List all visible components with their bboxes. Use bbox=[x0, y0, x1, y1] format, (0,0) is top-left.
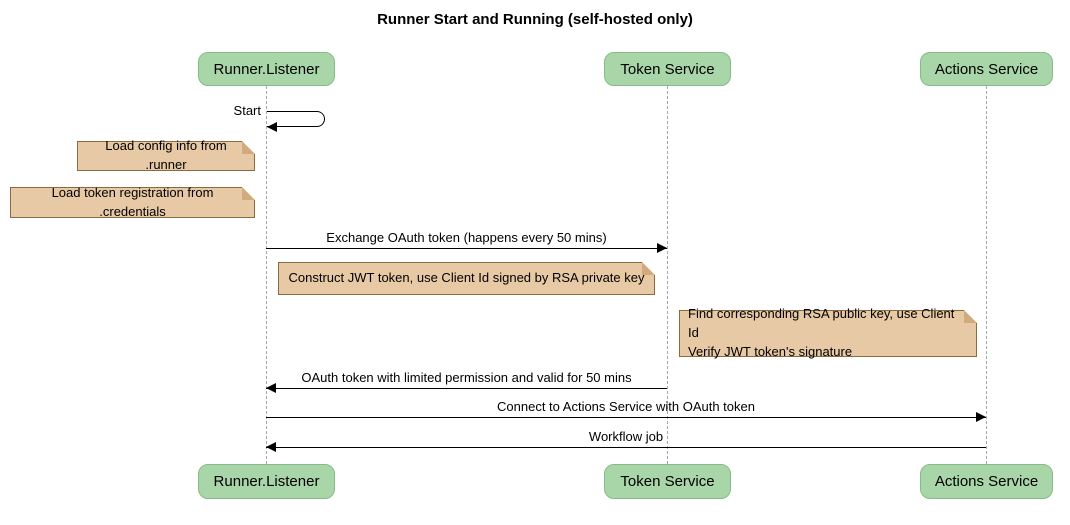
message-workflow-job-label: Workflow job bbox=[588, 429, 664, 444]
message-start-label: Start bbox=[233, 103, 261, 118]
note-verify-jwt: Find corresponding RSA public key, use C… bbox=[679, 306, 977, 359]
message-exchange-oauth-label: Exchange OAuth token (happens every 50 m… bbox=[326, 230, 607, 245]
message-workflow-job-line bbox=[266, 447, 986, 448]
lifeline-actions-service bbox=[986, 86, 987, 464]
note-text: Load token registration from .credential… bbox=[51, 184, 214, 219]
note-text: Find corresponding RSA public key, use C… bbox=[688, 306, 955, 359]
message-connect-actions-line bbox=[266, 417, 986, 418]
note-text: Load config info from .runner bbox=[105, 138, 227, 172]
message-start-arrowhead bbox=[267, 122, 277, 132]
lifeline-runner-listener bbox=[266, 86, 267, 464]
participant-label: Actions Service bbox=[934, 473, 1039, 490]
participant-token-service-top: Token Service bbox=[604, 52, 731, 86]
message-start-loop bbox=[267, 111, 325, 127]
note-load-config: Load config info from .runner bbox=[77, 138, 255, 172]
message-connect-actions-arrowhead bbox=[976, 412, 986, 422]
participant-actions-service-bottom: Actions Service bbox=[920, 464, 1053, 499]
message-connect-actions-label: Connect to Actions Service with OAuth to… bbox=[497, 399, 755, 414]
participant-label: Actions Service bbox=[934, 60, 1039, 78]
participant-label: Runner.Listener bbox=[213, 60, 320, 78]
message-exchange-oauth-line bbox=[266, 248, 667, 249]
note-construct-jwt: Construct JWT token, use Client Id signe… bbox=[278, 262, 655, 295]
message-oauth-token-line bbox=[266, 388, 667, 389]
note-load-token-registration: Load token registration from .credential… bbox=[10, 185, 255, 219]
participant-actions-service-top: Actions Service bbox=[920, 52, 1053, 86]
message-oauth-token-arrowhead bbox=[266, 383, 276, 393]
message-workflow-job-arrowhead bbox=[266, 442, 276, 452]
participant-label: Token Service bbox=[620, 60, 715, 78]
note-text: Construct JWT token, use Client Id signe… bbox=[288, 270, 645, 286]
participant-runner-listener-bottom: Runner.Listener bbox=[198, 464, 335, 499]
participant-label: Runner.Listener bbox=[213, 473, 320, 490]
participant-token-service-bottom: Token Service bbox=[604, 464, 731, 499]
message-exchange-oauth-arrowhead bbox=[657, 243, 667, 253]
participant-label: Token Service bbox=[620, 473, 715, 490]
lifeline-token-service bbox=[667, 86, 668, 464]
participant-runner-listener-top: Runner.Listener bbox=[198, 52, 335, 86]
message-oauth-token-label: OAuth token with limited permission and … bbox=[301, 370, 632, 385]
diagram-title: Runner Start and Running (self-hosted on… bbox=[377, 11, 693, 28]
